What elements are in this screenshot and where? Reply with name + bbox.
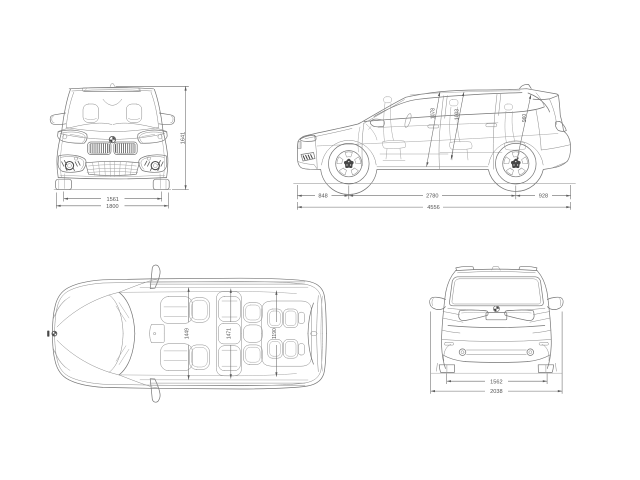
svg-text:1562: 1562 xyxy=(490,379,502,385)
svg-text:1078: 1078 xyxy=(431,108,437,119)
svg-text:928: 928 xyxy=(539,194,548,200)
svg-text:1190: 1190 xyxy=(272,328,278,339)
svg-text:2780: 2780 xyxy=(426,194,438,200)
svg-text:1800: 1800 xyxy=(106,204,118,210)
svg-text:2038: 2038 xyxy=(490,389,502,395)
svg-text:4556: 4556 xyxy=(427,205,439,211)
svg-text:1449: 1449 xyxy=(184,328,190,339)
svg-text:1641: 1641 xyxy=(180,132,186,144)
svg-text:1471: 1471 xyxy=(227,328,233,339)
svg-text:848: 848 xyxy=(318,194,327,200)
svg-text:1561: 1561 xyxy=(106,197,118,203)
svg-text:1003: 1003 xyxy=(455,109,461,120)
svg-text:960: 960 xyxy=(522,114,528,123)
